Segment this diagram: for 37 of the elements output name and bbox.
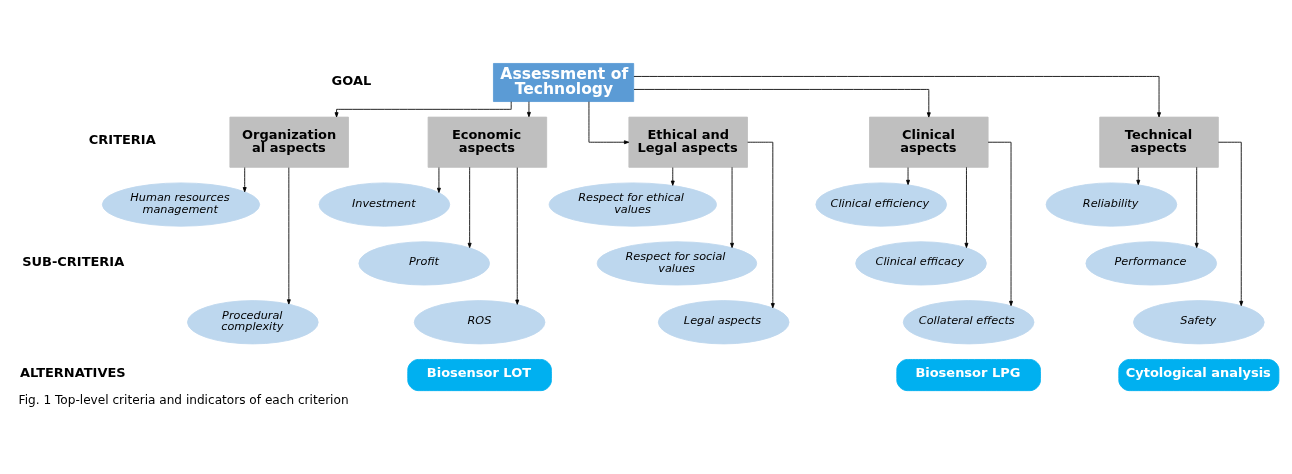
arrow	[436, 167, 441, 193]
node-box: Cytological analysis	[1118, 359, 1280, 392]
arrow	[987, 141, 1013, 307]
arrow	[588, 101, 630, 145]
arrow	[633, 76, 1161, 118]
label: SUB-CRITERIA	[22, 253, 125, 269]
label: GOAL	[331, 72, 372, 88]
node-ellipse: Reliability	[1045, 182, 1178, 227]
node-ellipse: Investment	[318, 182, 451, 227]
node-box: Clinical aspects	[869, 116, 989, 168]
label: CRITERIA	[88, 132, 156, 148]
caption: Fig. 1 Top-level criteria and indicators of each criterion	[18, 392, 349, 407]
arrow	[515, 167, 520, 305]
arrow	[467, 166, 472, 248]
arrow	[334, 101, 512, 118]
label: ALTERNATIVES	[20, 365, 126, 381]
node-box: Ethical and Legal aspects	[628, 116, 748, 168]
arrow	[747, 141, 775, 309]
arrow	[1136, 167, 1141, 185]
arrow	[906, 167, 910, 185]
arrow	[730, 166, 734, 248]
node-box: Economic aspects	[427, 116, 548, 168]
node-box: Technical aspects	[1099, 116, 1219, 168]
node-box: Assessment of Technology	[493, 63, 635, 102]
arrow	[633, 89, 931, 118]
arrow	[242, 167, 247, 193]
node-ellipse: Human resources management	[101, 182, 261, 227]
arrow	[1217, 141, 1244, 307]
arrow	[964, 166, 969, 248]
arrow	[286, 167, 291, 305]
node-ellipse: Clinical efficiency	[815, 182, 947, 227]
node-box: Biosensor LPG	[896, 359, 1041, 392]
node-box: Biosensor LOT	[407, 359, 552, 392]
arrow	[1194, 166, 1199, 248]
arrow	[527, 101, 531, 118]
node-box: Organization al aspects	[229, 116, 349, 168]
arrow	[670, 167, 675, 186]
